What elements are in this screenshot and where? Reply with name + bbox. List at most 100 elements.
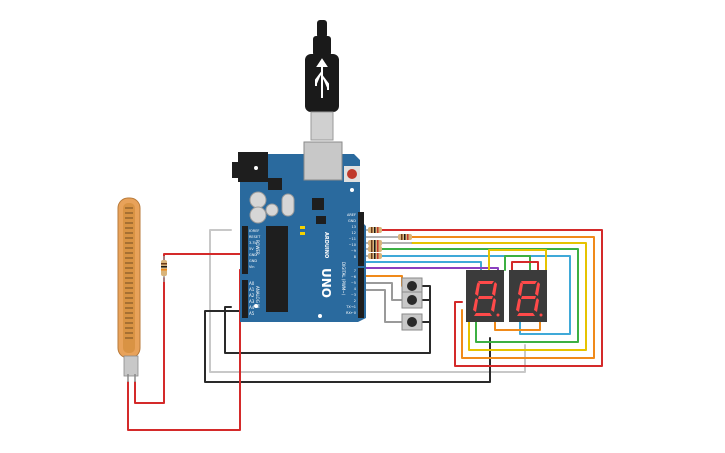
mount-hole-1 [254,166,258,170]
smd-chip [316,216,326,224]
arduino-uno-board[interactable]: ARDUINO UNO POWER ANALOG IN DIGITAL (PWM… [232,141,366,322]
pin-label: ~5 [351,281,356,285]
mount-hole-2 [350,188,354,192]
pin-label: ~9 [351,249,356,253]
push-button[interactable] [401,291,423,309]
pin-label: ~3 [351,293,356,297]
wire-red-flex-power[interactable] [127,269,241,431]
usb-plug-metal [310,111,334,141]
pin-label: 12 [352,231,356,235]
pin-label: 2 [354,299,356,303]
pin-label: 8 [354,255,356,259]
wire-red-5v[interactable] [163,253,243,261]
pin-label: A4 [249,305,255,310]
wire-red-display-top[interactable] [511,261,539,271]
pin-label: A3 [249,299,255,304]
board-model: UNO [319,268,333,298]
pin-label: A1 [249,287,255,292]
digital-header-bottom[interactable] [358,268,364,318]
power-jack-front [232,162,240,178]
mount-hole-3 [254,304,258,308]
push-button[interactable] [401,277,423,295]
power-header[interactable] [242,226,248,274]
push-buttons [401,277,423,331]
wire-gray-button2[interactable] [364,282,403,301]
pin-label: GND [249,259,257,263]
pin-label: 4 [354,287,357,291]
digital-header-top[interactable] [358,212,364,266]
led-indicator-tx [300,232,305,235]
wire-black-ground[interactable] [204,310,491,383]
display-segments [516,281,540,316]
board-logo: ARDUINO [323,232,329,258]
usb-icon [315,58,329,98]
pin-label: GND [348,219,356,223]
wire-orange-seg-b[interactable] [411,236,595,359]
flex-sensor-traces [125,207,133,339]
mount-hole-4 [318,314,322,318]
pin-label: RESET [249,235,261,239]
capacitor-2 [249,206,267,224]
wire-black-button2[interactable] [421,299,431,323]
pin-label: Vin [249,265,255,269]
resistor[interactable] [366,246,382,252]
wire-black-buttons[interactable] [224,306,431,354]
digital-pin-labels: AREF GND 13 12 ~11 ~10 ~9 8 7 ~6 ~5 4 ~3… [345,213,356,315]
pin-label: 5V [249,247,254,251]
voltage-regulator [268,178,282,190]
segment-resistors [366,227,412,259]
pin-label: GND [249,253,257,257]
seven-segment-display[interactable] [466,270,504,322]
display-segments [473,281,497,316]
pin-label: RX←0 [346,311,356,315]
pin-label: A2 [249,293,255,298]
pin-label: IOREF [249,229,259,233]
resistor[interactable] [366,234,412,240]
usb-cable[interactable] [305,20,339,141]
usb-chip [312,198,324,210]
pin-label: 3.3V [249,241,258,245]
wires [127,229,603,431]
pin-label: A0 [249,281,255,286]
pin-label: A5 [249,311,255,316]
seven-segment-display[interactable] [509,270,547,322]
pin-label: ~11 [349,237,356,241]
wire-purple-seg-g[interactable] [364,267,499,271]
pin-label: ~10 [349,243,356,247]
wire-yellow-seg-c[interactable] [411,242,587,351]
led-indicator-l [300,226,305,229]
pin-label: ~6 [351,275,356,279]
usb-cable-tail [317,20,327,38]
wire-gray-button3[interactable] [364,289,403,323]
wire-orange-button1[interactable] [364,275,403,287]
wire-yellow-display-top[interactable] [488,249,547,271]
capacitor-3 [265,203,279,217]
resistor[interactable] [366,227,382,233]
push-button[interactable] [401,313,423,331]
resistor[interactable] [161,256,167,282]
crystal [281,193,295,217]
display-dot [539,313,543,317]
wire-red-flex-to-resistor[interactable] [134,277,165,404]
usb-b-socket [303,141,343,181]
pin-label: 7 [354,269,356,273]
wire-red-seg-a[interactable] [381,229,603,367]
analog-header[interactable] [242,280,248,318]
usb-cable-strain-relief [313,36,331,56]
analog-pin-labels: A0 A1 A2 A3 A4 A5 [249,281,255,316]
flex-sensor-leads [123,355,139,377]
digital-label: DIGITAL (PWM~) [341,262,346,296]
wire-orange-display-bottom[interactable] [494,321,541,331]
wire-black-button1[interactable] [421,285,431,301]
power-pin-labels: IOREF RESET 3.3V 5V GND GND Vin [249,229,261,269]
resistor[interactable] [366,253,382,259]
flex-sensor[interactable] [117,197,141,382]
resistor[interactable] [366,240,412,246]
power-jack [238,152,268,182]
pin-label: 13 [352,225,356,229]
wire-gray[interactable] [209,229,526,373]
display-dot [496,313,500,317]
pin-label: TX→1 [345,305,356,309]
